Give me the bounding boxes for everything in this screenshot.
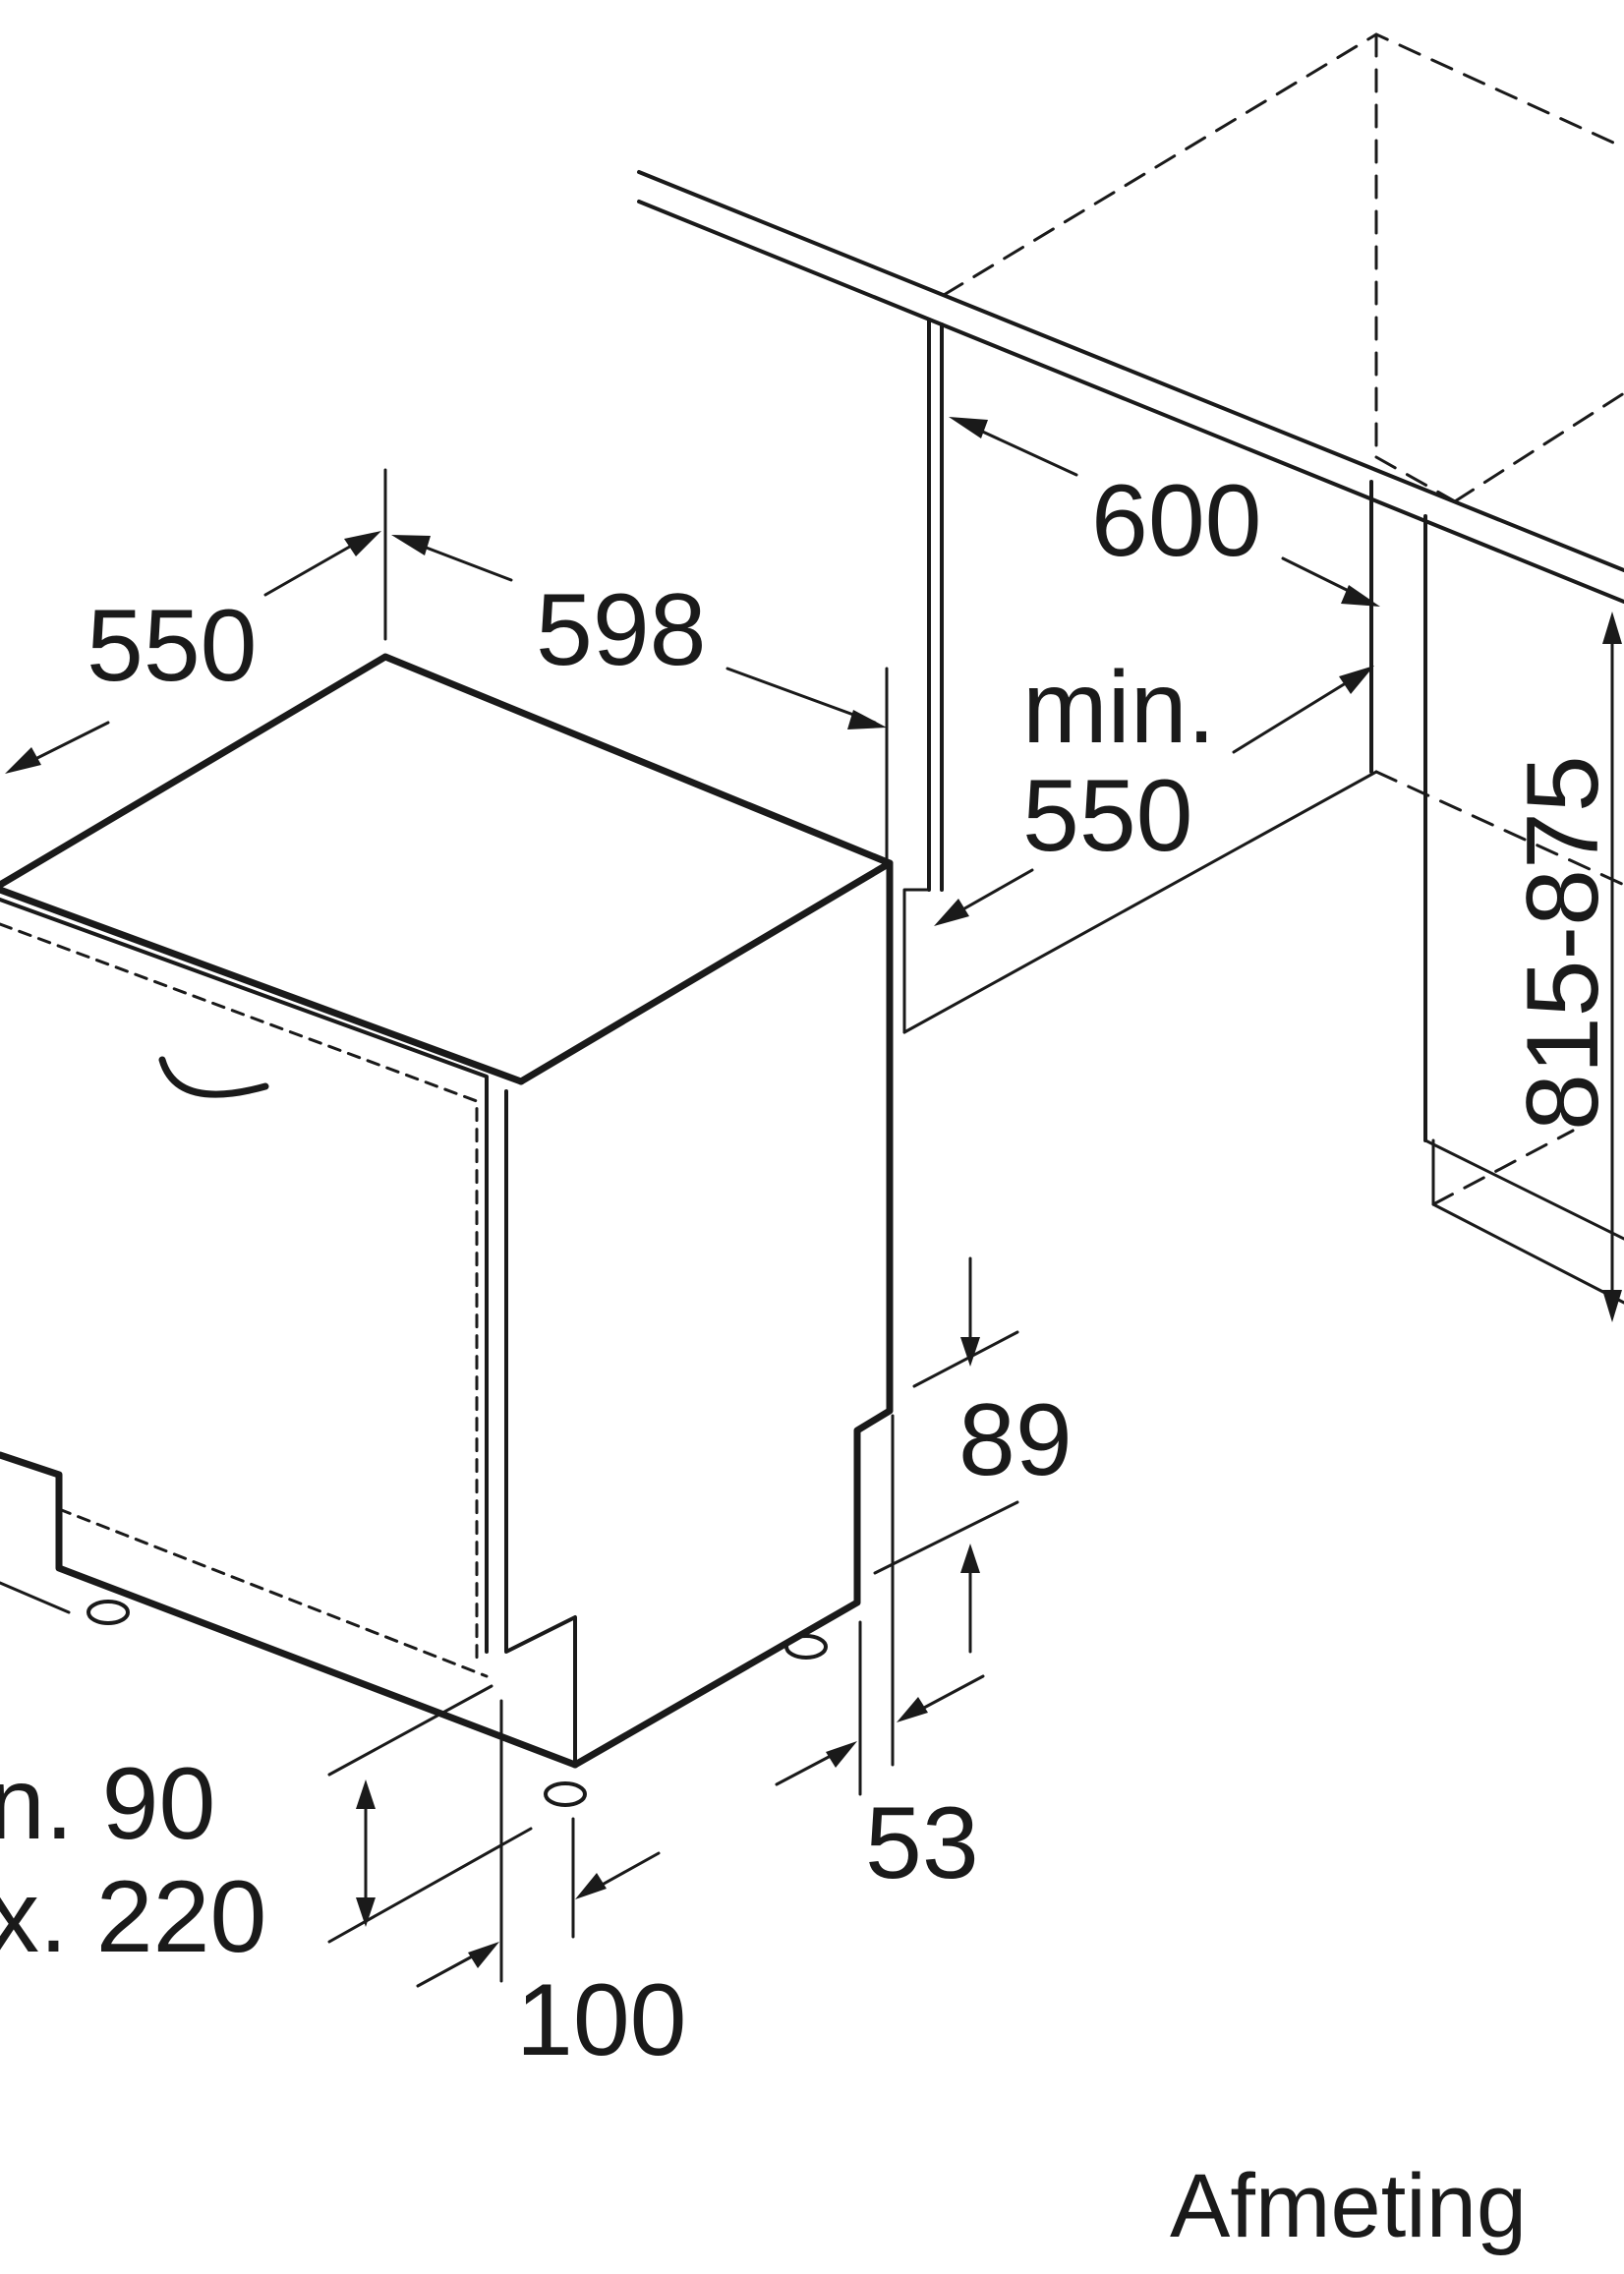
niche-height-label: 815-875: [1506, 755, 1620, 1131]
depth-appliance-label: 550: [87, 589, 258, 703]
dimension-lines: [5, 417, 1622, 1988]
plinth-offset-label: 89: [958, 1383, 1073, 1497]
plinth-side-label: 53: [865, 1786, 979, 1900]
caption-text: Afmeting: [1170, 2156, 1527, 2256]
width-appliance-label: 598: [536, 573, 707, 687]
niche-depth-label: 600: [1091, 464, 1262, 578]
dishwasher-body: [0, 653, 894, 1807]
niche-min-text: min.: [1022, 651, 1215, 765]
foot-height-min-label: n. 90: [0, 1747, 215, 1861]
foot-height-max-label: x. 220: [0, 1860, 266, 1974]
niche-min-value: 550: [1022, 759, 1193, 873]
foot-depth-label: 100: [516, 1963, 687, 2077]
installation-niche: [637, 32, 1624, 1305]
